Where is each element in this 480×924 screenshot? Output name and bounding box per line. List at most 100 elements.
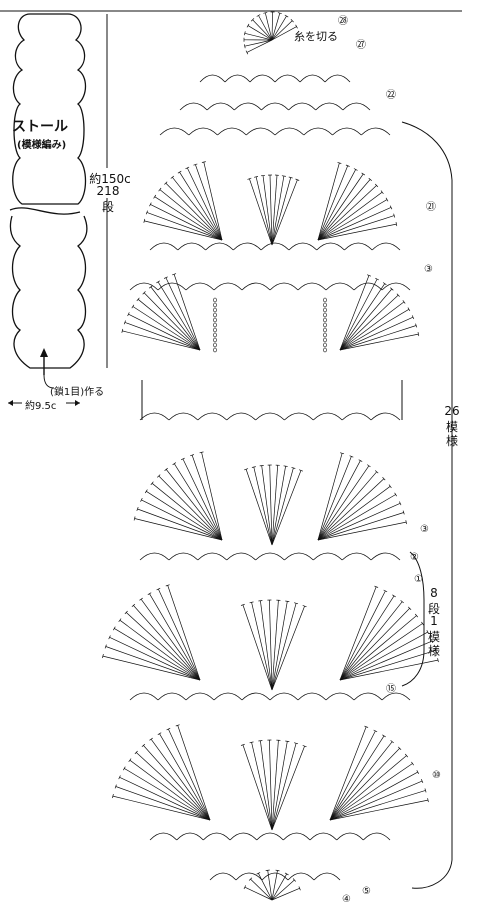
row-marker-3: ③ [420, 524, 429, 535]
chain-arch [269, 282, 299, 291]
pattern-rows-1: 8 [430, 586, 438, 600]
stitch-fan-left [143, 161, 223, 241]
chain-arch [205, 242, 234, 251]
stitch-fan-right [329, 725, 429, 821]
chain-stitch [323, 337, 327, 343]
repeat-bracket-26 [401, 121, 453, 889]
stole-outline-top [12, 13, 87, 205]
stole-title: ストール [12, 119, 68, 135]
chain-stitch [323, 307, 327, 313]
width-label: 約9.5c [25, 401, 57, 412]
stitch-fan-left [112, 724, 211, 821]
chain-arch [129, 692, 159, 701]
repeat-count-3: 様 [445, 434, 458, 448]
chain-arch [241, 282, 271, 291]
chain-arch [297, 282, 327, 291]
start-arrow-tail [43, 374, 55, 389]
chain-arch [157, 282, 187, 291]
stitch-fan-right [339, 274, 420, 351]
chain-arch [303, 127, 333, 136]
chain-arch [381, 282, 411, 291]
chain-arch [313, 412, 343, 421]
chain-arch [284, 412, 314, 421]
chain-arch-top [199, 74, 226, 83]
chain-arch-bottom [235, 872, 263, 881]
chain-arch-top [299, 74, 326, 83]
row-marker-5: ⑤ [362, 886, 371, 897]
chain-arch [283, 832, 311, 841]
row-marker-10: ⑩ [432, 770, 441, 781]
pattern-rows-3: 1 [430, 614, 438, 628]
chain-arch [177, 242, 206, 251]
chain-arch [226, 552, 256, 561]
repeat-count-2: 模 [445, 420, 458, 434]
chain-arch [197, 412, 227, 421]
chain-arch [381, 692, 411, 701]
stitch-fan-right [339, 585, 439, 681]
chain-arch-top [224, 74, 251, 83]
chain-stitch [323, 332, 327, 338]
chain-arch [213, 282, 243, 291]
stole-subtitle: (模様編み) [17, 140, 67, 151]
chain-stitch [213, 317, 217, 323]
chain-arch [234, 102, 262, 111]
chain-arch [288, 102, 316, 111]
chain-stitch [323, 297, 327, 303]
chain-arch [315, 102, 344, 111]
chain-arch [363, 832, 391, 841]
length-label-2: 218 [96, 184, 120, 198]
chain-arch-bottom [287, 872, 315, 881]
chain-arch [217, 127, 247, 136]
chain-arch [342, 102, 371, 111]
chain-arch [332, 127, 362, 136]
chain-arch [213, 692, 243, 701]
row-marker-15: ⑮ [386, 684, 396, 695]
chain-arch [336, 832, 364, 841]
row-marker-2: ② [410, 552, 419, 563]
stitch-fan-center [240, 599, 307, 691]
chain-arch [233, 242, 262, 251]
chain-arch [129, 282, 159, 291]
chain-stitch [323, 347, 327, 353]
chain-arch [297, 692, 327, 701]
stole-outline-bottom [9, 215, 88, 369]
chain-arch [255, 412, 285, 421]
stitch-fan-left [133, 451, 223, 541]
chain-stitch [213, 327, 217, 333]
stitch-fan-right [317, 452, 407, 541]
chain-stitch [213, 347, 217, 353]
chain-arch [229, 832, 257, 841]
chain-arch-bottom [313, 872, 341, 881]
stole-break-line [9, 207, 81, 215]
chain-arch [313, 552, 343, 561]
stitch-fan-left [121, 273, 201, 351]
chain-arch [260, 242, 290, 251]
length-label-3: 段 [101, 200, 114, 214]
chain-arch [188, 127, 218, 136]
chain-arch [361, 127, 391, 136]
row-marker-217: ㉗ [356, 40, 366, 51]
start-chain-label: (鎖1目)作る [50, 387, 105, 398]
row-marker-22: ㉒ [386, 90, 396, 101]
cut-yarn-label: 糸を切る [294, 30, 338, 43]
chain-arch-top [274, 74, 301, 83]
chain-arch [179, 102, 208, 111]
pattern-rows-4: 模 [427, 630, 440, 644]
chain-stitch [213, 332, 217, 338]
pattern-rows-2: 段 [427, 602, 440, 616]
chain-arch-top [324, 74, 351, 83]
repeat-bracket-8 [401, 551, 425, 687]
stitch-fan-top-left [243, 31, 273, 55]
chain-arch [325, 692, 355, 701]
row-marker-4: ④ [342, 894, 351, 905]
chain-arch [274, 127, 305, 136]
chain-arch [341, 412, 372, 421]
chain-arch-bottom [261, 872, 289, 881]
row-marker-3-top: ③ [424, 264, 433, 275]
row-marker-218: ㉘ [338, 16, 348, 27]
chain-arch [203, 832, 231, 841]
chain-stitch [213, 297, 217, 303]
stitch-fan-center [247, 174, 300, 246]
